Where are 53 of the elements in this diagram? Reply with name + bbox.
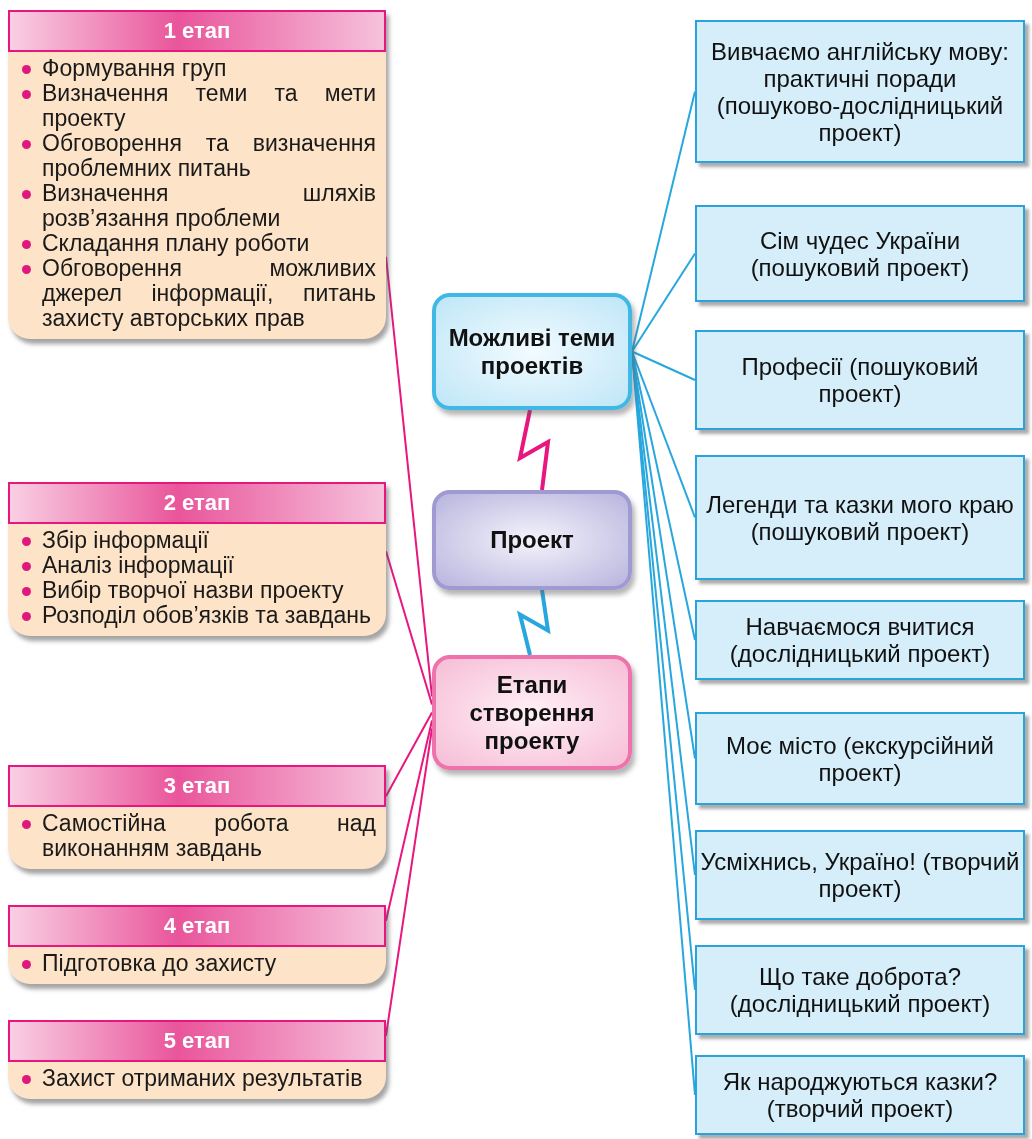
- node-label: Можливі теми проектів: [447, 323, 617, 380]
- node-label: Навчаємося вчитися (дослідницький проект): [728, 613, 992, 667]
- topic-box: [695, 455, 1025, 580]
- bullet-item: Захист отриманих результатів: [18, 1066, 376, 1091]
- node-label: Вивчаємо англійську мову: практичні поради (пошуково-дослідницький проект): [710, 37, 1010, 146]
- zigzag-connector: [517, 409, 551, 491]
- bullet-item: Складання плану роботи: [18, 231, 376, 256]
- bullet-item: Формування груп: [18, 56, 376, 81]
- node-label: Сім чудес України (пошуковий проект): [749, 226, 971, 281]
- bullet-item: Визначення шляхів розв’язання проблеми: [18, 181, 376, 231]
- stage-heading: 1 етап: [8, 10, 386, 52]
- topic-bubble: [432, 490, 632, 590]
- topic-bubble: [432, 655, 632, 770]
- bullet-item: Обговорення можливих джерел інформації, питань захисту авторських прав: [18, 256, 376, 331]
- topic-box: [695, 712, 1025, 805]
- topic-box: [695, 205, 1025, 302]
- stage-heading: 4 етап: [8, 905, 386, 947]
- connector-line: [631, 252, 696, 353]
- connector-line: [385, 711, 433, 798]
- node-label: Що таке доброта? (дослідницький проект): [728, 963, 992, 1017]
- bullet-item: Підготовка до захисту: [18, 951, 376, 976]
- stage-heading: 3 етап: [8, 765, 386, 807]
- stage-card: [8, 10, 386, 339]
- stage-card: [8, 482, 386, 636]
- stage-heading: 2 етап: [8, 482, 386, 524]
- node-label: Професії (пошуковий проект): [740, 353, 980, 407]
- node-label: Усміхнись, Україно! (творчий проект): [699, 848, 1021, 902]
- node-label: Легенди та казки мого краю (пошуковий проект): [705, 490, 1015, 545]
- topic-bubble: [432, 293, 632, 410]
- bullet-item: Розподіл обов’язків та завдань: [18, 603, 376, 628]
- topic-box: [695, 830, 1025, 920]
- connector-line: [631, 350, 696, 381]
- topic-box: [695, 1055, 1025, 1135]
- stage-card: [8, 905, 386, 984]
- topic-box: [695, 945, 1025, 1035]
- connector-line: [631, 350, 696, 519]
- bullet-item: Визначення теми та мети проекту: [18, 81, 376, 131]
- node-label: Проект: [490, 526, 574, 554]
- bullet-item: Обговорення та визначення проблемних питань: [18, 131, 376, 181]
- bullet-item: Збір інформації: [18, 528, 376, 553]
- node-label: Моє місто (екскурсійний проект): [725, 731, 995, 786]
- bullet-item: Самостійна робота над виконанням завдань: [18, 811, 376, 861]
- topic-box: [695, 330, 1025, 430]
- topic-box: [695, 20, 1025, 163]
- bullet-item: Вибір творчої назви проекту: [18, 578, 376, 603]
- topic-box: [695, 600, 1025, 680]
- stage-card: [8, 765, 386, 869]
- stage-card: [8, 1020, 386, 1099]
- stage-heading: 5 етап: [8, 1020, 386, 1062]
- node-label: Етапи створення проекту: [468, 670, 596, 755]
- zigzag-connector: [516, 589, 551, 656]
- bullet-item: Аналіз інформації: [18, 553, 376, 578]
- node-label: Як народжуються казки? (творчий проект): [721, 1068, 999, 1122]
